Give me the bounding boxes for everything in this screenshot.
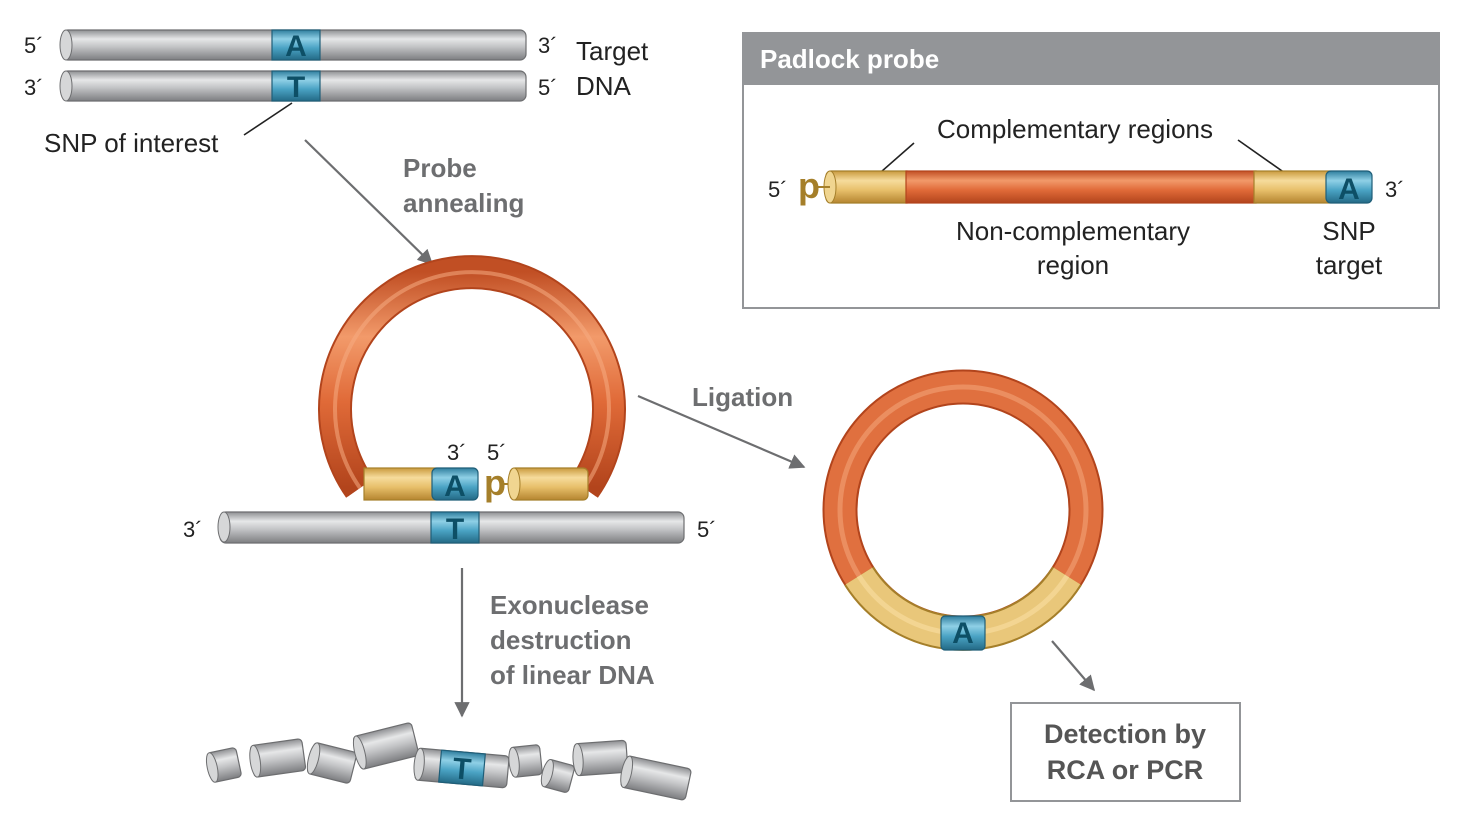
- target-bottom-five-prime: 5´: [538, 75, 558, 100]
- padlock-probe-box: Padlock probe Complementary regions A p …: [742, 32, 1440, 309]
- annealed-phosphate: p: [484, 462, 506, 503]
- target-dna: A T 5´ 3´ 3´ 5´ Target DNA SNP of intere…: [24, 29, 649, 158]
- annealed-probe-base: A: [444, 470, 466, 503]
- ligation-arrow: [637, 394, 806, 469]
- target-top-strand: A: [59, 29, 527, 63]
- fragment: [205, 747, 242, 783]
- annealed-probe: A p 3´ 5´ T 3´ 5´: [183, 255, 717, 546]
- annealed-probe-three-prime: 3´: [447, 440, 467, 465]
- circle-base: A: [952, 617, 974, 650]
- exonuclease-label-line1: Exonuclease: [490, 590, 649, 620]
- padlock-snp-base: A: [1338, 173, 1360, 206]
- annealed-target-strand: T: [217, 511, 685, 546]
- annealing-label-line2: annealing: [403, 188, 524, 218]
- padlock-box-title: Padlock probe: [760, 44, 939, 74]
- padlock-phosphate: p: [798, 165, 820, 206]
- fragment: [620, 755, 692, 801]
- detection-arrow: [1051, 640, 1096, 692]
- fragment: [306, 742, 357, 784]
- annealed-strand-five-prime: 5´: [697, 517, 717, 542]
- detection-line1: Detection by: [1044, 719, 1206, 749]
- linear-padlock-probe: A p: [798, 165, 1373, 206]
- fragment-with-snp: T: [413, 747, 510, 789]
- fragment: [352, 722, 419, 770]
- degraded-dna-fragments: T: [205, 722, 692, 801]
- detection-line2: RCA or PCR: [1047, 755, 1204, 785]
- target-top-three-prime: 3´: [538, 33, 558, 58]
- annealed-probe-five-prime: 5´: [487, 440, 507, 465]
- fragment: [249, 738, 307, 778]
- target-bottom-base: T: [287, 71, 305, 104]
- non-complementary-label-line1: Non-complementary: [956, 216, 1190, 246]
- complementary-regions-label: Complementary regions: [937, 114, 1213, 144]
- target-label-line2: DNA: [576, 71, 632, 101]
- ligation-label: Ligation: [692, 382, 793, 412]
- snp-leader-line: [243, 102, 293, 136]
- padlock-three-prime: 3´: [1385, 177, 1405, 202]
- target-bottom-three-prime: 3´: [24, 75, 44, 100]
- non-complementary-label-line2: region: [1037, 250, 1109, 280]
- annealing-arrow: [304, 139, 434, 266]
- target-top-five-prime: 5´: [24, 33, 44, 58]
- target-bottom-strand: T: [59, 70, 527, 104]
- circularized-probe: A: [822, 369, 1104, 651]
- fragment: [508, 744, 543, 778]
- snp-target-label-line2: target: [1316, 250, 1383, 280]
- annealed-strand-base: T: [446, 513, 464, 546]
- detection-box: Detection by RCA or PCR: [1010, 702, 1241, 802]
- target-top-base: A: [285, 30, 307, 63]
- snp-of-interest-label: SNP of interest: [44, 128, 219, 158]
- padlock-five-prime: 5´: [768, 177, 788, 202]
- annealing-label-line1: Probe: [403, 153, 477, 183]
- snp-target-label-line1: SNP: [1322, 216, 1375, 246]
- target-label-line1: Target: [576, 36, 649, 66]
- exonuclease-label-line2: destruction: [490, 625, 632, 655]
- fragment: [540, 759, 575, 793]
- fragment: [572, 739, 629, 777]
- exonuclease-label-line3: of linear DNA: [490, 660, 655, 690]
- fragment-base: T: [451, 752, 472, 786]
- annealed-strand-three-prime: 3´: [183, 517, 203, 542]
